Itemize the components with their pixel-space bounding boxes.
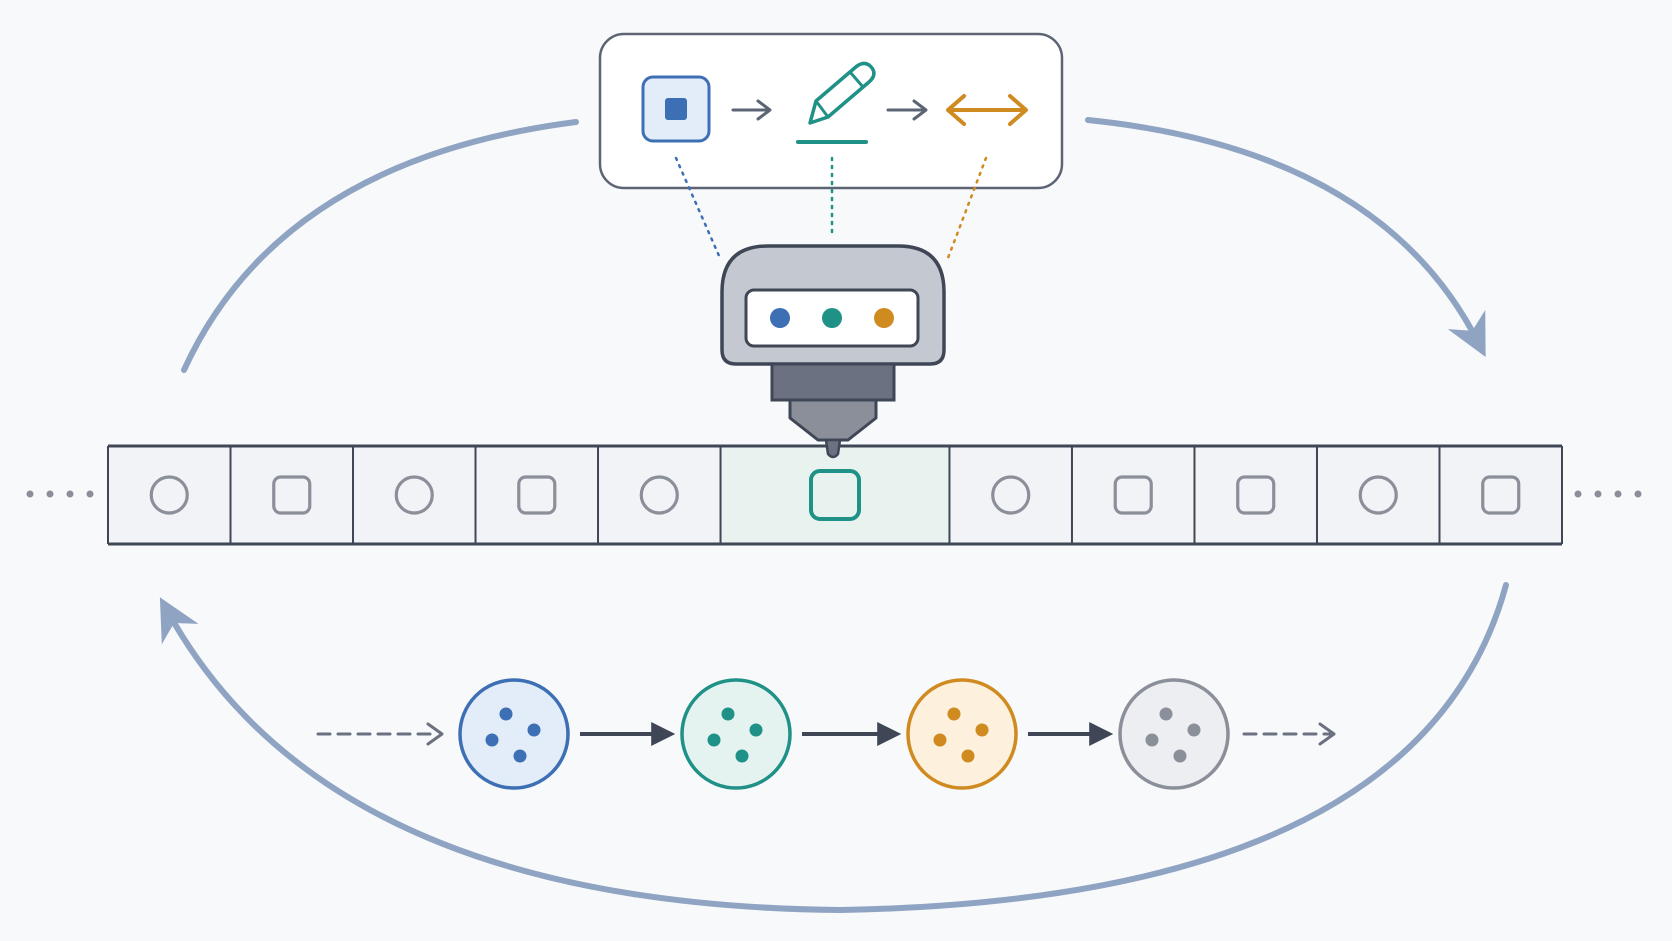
- state-node-teal: [680, 678, 792, 790]
- state-node-blue: [458, 678, 570, 790]
- tape-cell: [948, 446, 1031, 544]
- step-arrow-icon: [886, 99, 928, 121]
- connector-read: [674, 156, 722, 260]
- circle-symbol-icon: [639, 475, 679, 515]
- loop-arrow-bottom: [159, 582, 1509, 914]
- state-sequence: [316, 678, 1336, 790]
- tape-cell: [1315, 446, 1398, 544]
- instruction-panel: [598, 32, 1064, 190]
- head-indicator-dot-teal: [822, 308, 842, 328]
- connector-move: [946, 156, 988, 260]
- circle-symbol-icon: [149, 475, 189, 515]
- tape-cell: [107, 446, 189, 544]
- tape-continue-left-dots: [26, 490, 94, 498]
- tape-cell: [229, 446, 312, 544]
- outgoing-dashed-arrow: [1242, 722, 1336, 746]
- tape-cell: [352, 446, 434, 544]
- read-write-head: [720, 244, 946, 459]
- state-node-orange: [906, 678, 1018, 790]
- head-indicator-dot-orange: [874, 308, 894, 328]
- pencil-icon: [796, 61, 876, 144]
- head-indicators: [770, 308, 894, 328]
- square-symbol-icon: [641, 75, 711, 143]
- head-indicator-dot-blue: [770, 308, 790, 328]
- loop-arrow-top-right: [1085, 117, 1486, 357]
- tape: [26, 444, 1642, 546]
- square-symbol-icon: [517, 475, 557, 515]
- circle-symbol-icon: [991, 475, 1031, 515]
- step-arrow-icon: [731, 99, 772, 121]
- state-node-gray: [1118, 678, 1230, 790]
- tape-cell: [474, 446, 557, 544]
- loop-arrow-top-left: [181, 119, 579, 373]
- tape-continue-right-dots: [1574, 490, 1642, 498]
- square-symbol-icon: [1236, 475, 1276, 515]
- tape-cell: [1193, 446, 1276, 544]
- square-symbol-icon: [809, 469, 861, 521]
- square-symbol-icon: [272, 475, 312, 515]
- tape-cell-active: [719, 446, 950, 544]
- square-symbol-icon: [1481, 475, 1521, 515]
- tape-cell: [597, 446, 679, 544]
- circle-symbol-icon: [1358, 475, 1398, 515]
- incoming-dashed-arrow: [316, 722, 444, 746]
- square-symbol-icon: [1113, 475, 1153, 515]
- tape-cell: [1438, 446, 1521, 544]
- tape-cell: [1070, 446, 1153, 544]
- double-arrow-icon: [946, 94, 1028, 126]
- circle-symbol-icon: [394, 475, 434, 515]
